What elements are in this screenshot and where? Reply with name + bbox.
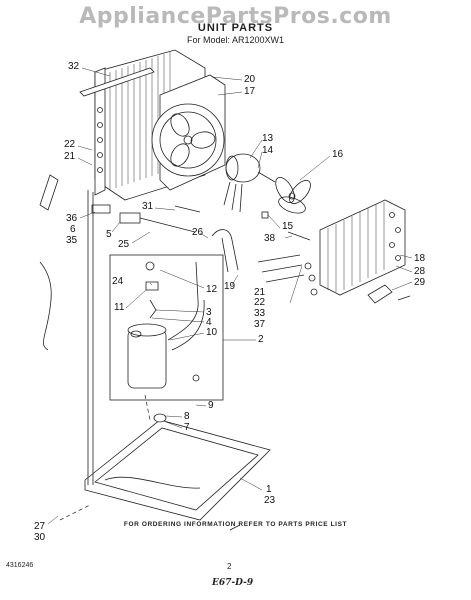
callout-21: 21 xyxy=(64,151,76,162)
callout-35: 35 xyxy=(66,235,78,246)
small-parts xyxy=(39,174,411,351)
callout-27: 27 xyxy=(34,521,46,532)
model-label: For Model: AR1200XW1 xyxy=(186,35,285,45)
callout-33: 33 xyxy=(254,308,266,319)
document-number: 4316246 xyxy=(6,562,34,569)
callout-18: 18 xyxy=(414,253,426,264)
callout-14: 14 xyxy=(262,145,274,156)
callout-25: 25 xyxy=(118,239,130,250)
callout-9: 9 xyxy=(208,400,214,411)
callout-22-lower: 22 xyxy=(254,297,266,308)
top-rail xyxy=(79,67,155,97)
callout-37: 37 xyxy=(254,319,266,330)
ordering-note: FOR ORDERING INFORMATION REFER TO PARTS … xyxy=(123,521,348,528)
callout-31: 31 xyxy=(142,201,154,212)
callout-36: 36 xyxy=(66,213,78,224)
evaporator-fan-blade xyxy=(275,176,311,214)
page-number: 2 xyxy=(227,562,232,571)
callout-13: 13 xyxy=(262,133,274,144)
dashed-guides xyxy=(59,394,151,521)
callout-1: 1 xyxy=(266,484,272,495)
handwritten-code: E67-D-9 xyxy=(212,578,254,588)
callout-3: 3 xyxy=(206,307,212,318)
callout-16: 16 xyxy=(332,149,344,160)
callout-17: 17 xyxy=(244,86,256,97)
callout-20: 20 xyxy=(244,74,256,85)
callout-15: 15 xyxy=(282,221,294,232)
callout-12: 12 xyxy=(206,284,218,295)
callout-4: 4 xyxy=(206,317,212,328)
callout-26: 26 xyxy=(192,227,204,238)
base-pan xyxy=(84,413,271,531)
callout-24: 24 xyxy=(112,276,124,287)
refrigerant-tubing xyxy=(87,190,94,485)
page-title: UNIT PARTS xyxy=(197,22,274,34)
callout-11: 11 xyxy=(114,302,125,313)
callout-5: 5 xyxy=(106,229,112,240)
callout-30: 30 xyxy=(34,532,46,543)
fan-motor xyxy=(223,153,276,213)
callout-10: 10 xyxy=(206,327,218,338)
leader-lines xyxy=(47,67,413,525)
callout-38: 38 xyxy=(264,233,276,244)
callout-6: 6 xyxy=(70,224,76,235)
watermark-logo: AppliancePartsPros.com xyxy=(79,4,392,29)
callout-32: 32 xyxy=(68,61,80,72)
callout-23: 23 xyxy=(264,495,276,506)
callout-29: 29 xyxy=(414,277,426,288)
compressor-assembly xyxy=(109,254,224,401)
callout-28: 28 xyxy=(414,266,426,277)
evaporator-coil xyxy=(319,199,406,296)
callout-8: 8 xyxy=(184,411,190,422)
callout-21-lower: 21 xyxy=(254,287,266,298)
callout-7: 7 xyxy=(184,422,190,433)
callout-2: 2 xyxy=(258,334,264,345)
callout-22: 22 xyxy=(64,139,76,150)
callout-19: 19 xyxy=(224,281,236,292)
fan-shroud xyxy=(151,74,226,191)
